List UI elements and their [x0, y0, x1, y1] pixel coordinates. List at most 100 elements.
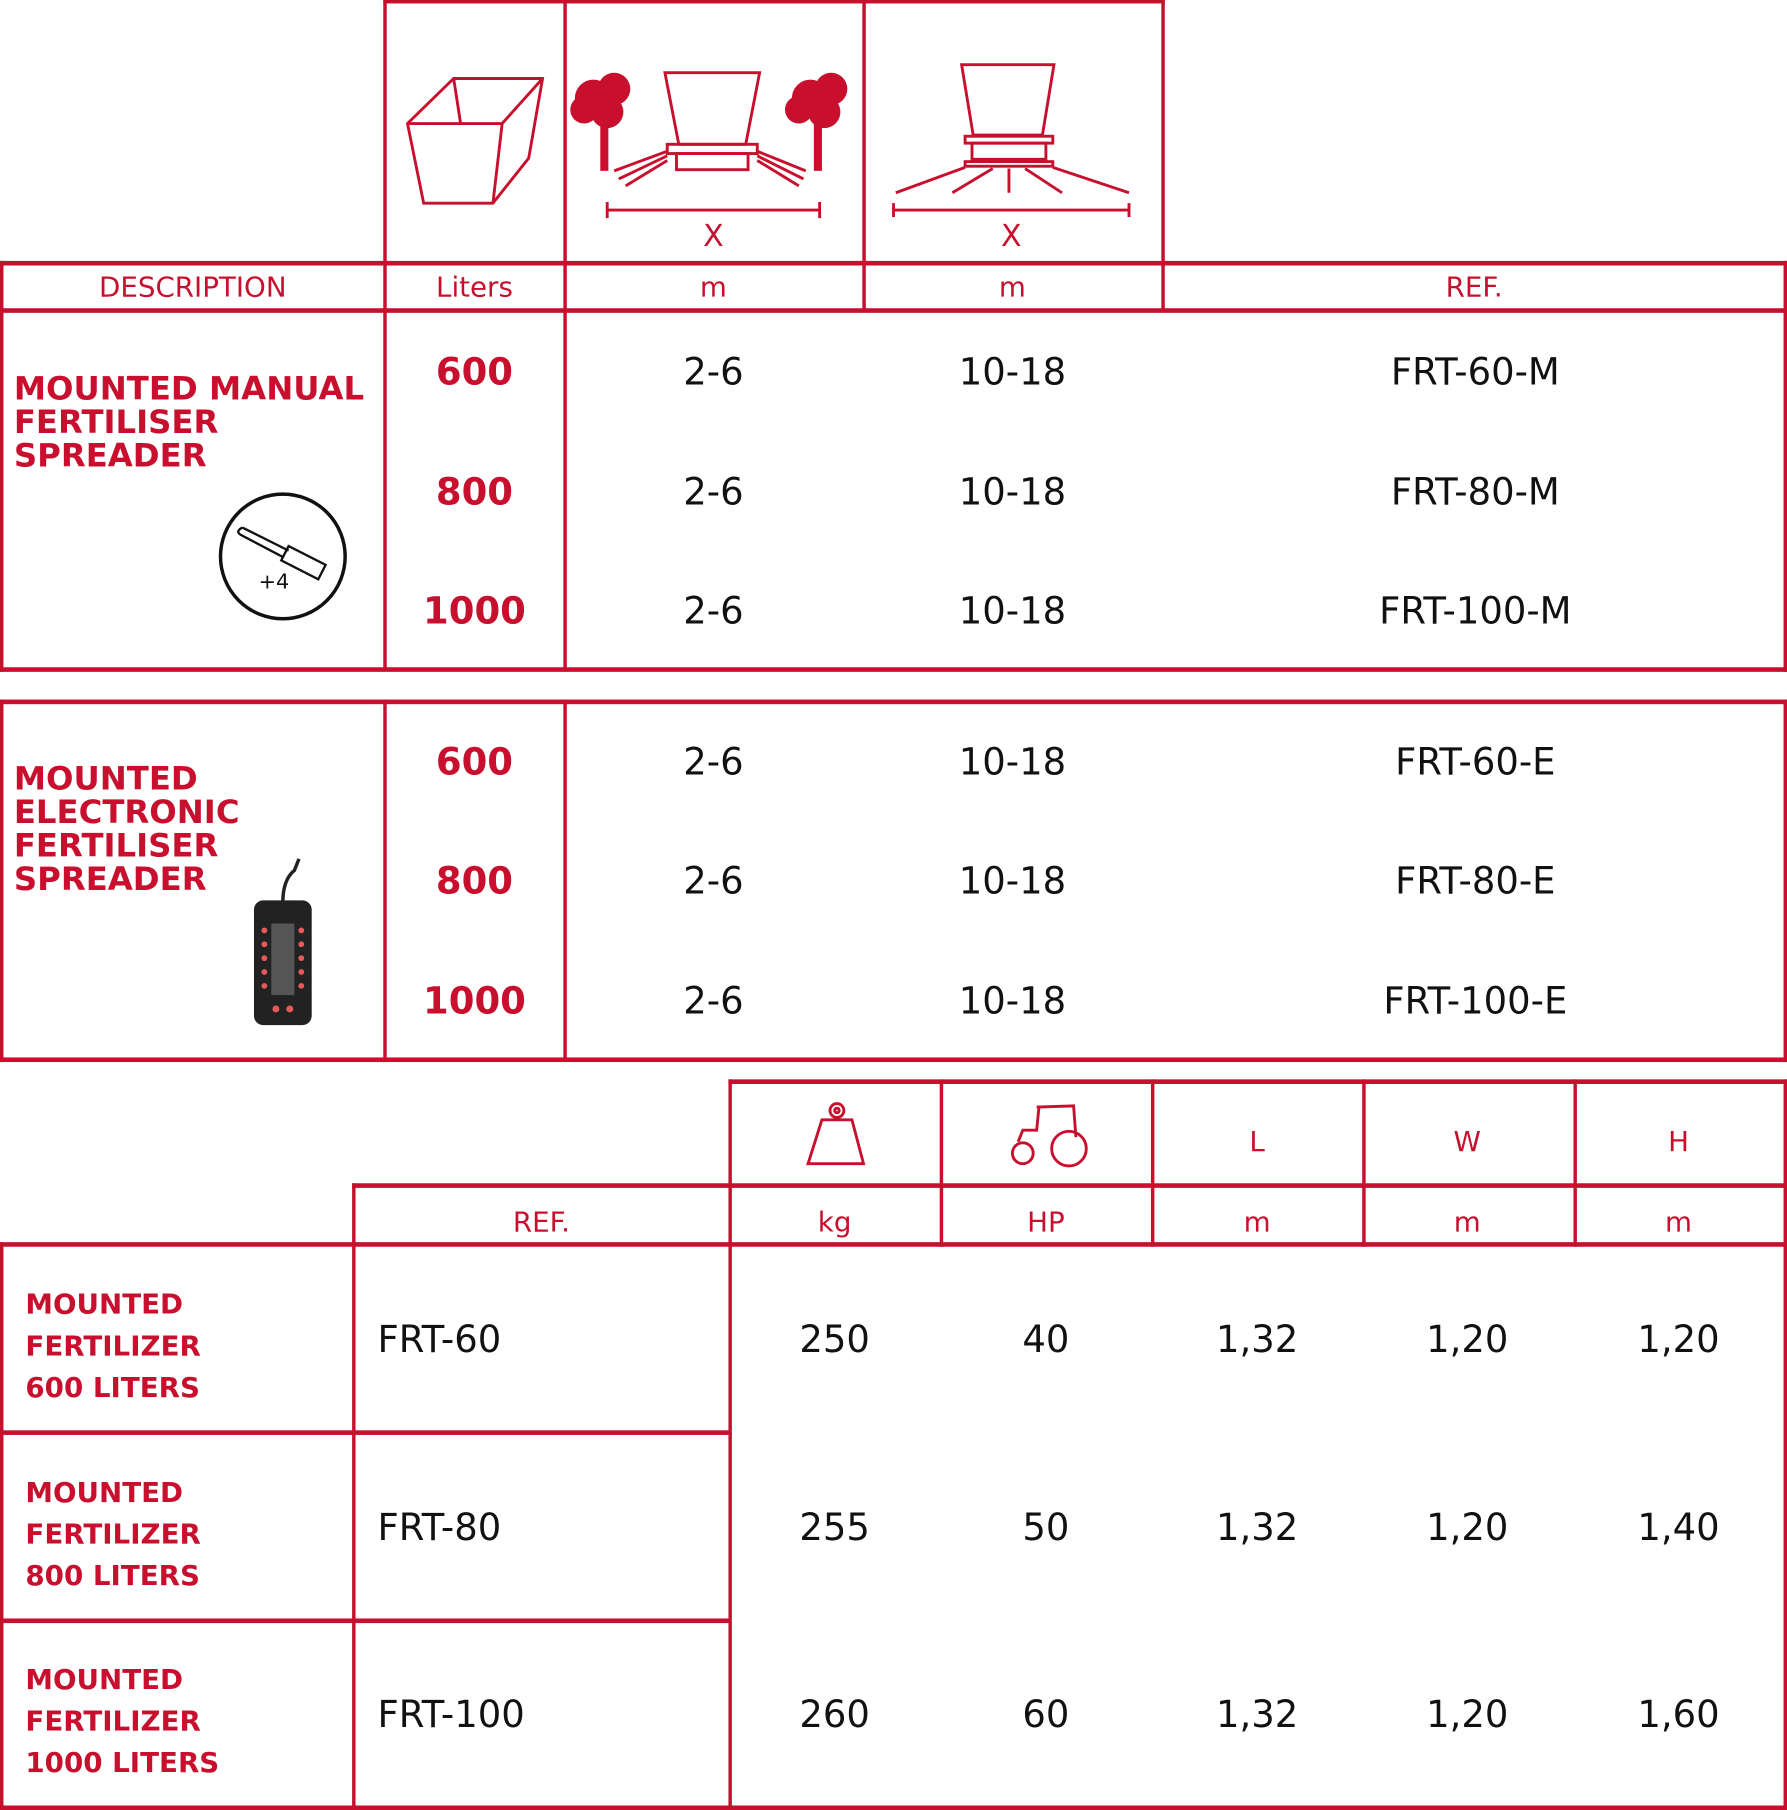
height-cell: 1,20 — [1637, 1317, 1720, 1362]
divider — [352, 1183, 1787, 1188]
ref-cell: FRT-60 — [377, 1317, 502, 1362]
width-cell: 2-6 — [683, 739, 744, 784]
divider — [1362, 1079, 1366, 1247]
divider — [728, 1079, 1787, 1084]
header-length: L — [1249, 1125, 1265, 1158]
spread-cell: 10-18 — [958, 588, 1067, 633]
divider — [0, 1430, 731, 1435]
header-height: H — [1668, 1125, 1689, 1158]
length-cell: 1,32 — [1216, 1317, 1299, 1362]
row-description: MOUNTED FERTILIZER 1000 LITERS — [25, 1659, 219, 1784]
divider — [0, 699, 4, 1063]
group-title: MOUNTED ELECTRONIC FERTILISER SPREADER — [13, 759, 240, 899]
liters-cell: 1000 — [423, 978, 526, 1023]
group-title: MOUNTED MANUAL FERTILISER SPREADER — [13, 369, 365, 475]
ref-cell: FRT-100 — [377, 1692, 525, 1737]
spread-distance-icon — [892, 63, 1131, 218]
divider — [563, 0, 567, 670]
width-cell: 1,20 — [1426, 1505, 1509, 1550]
header-width-unit: m — [699, 271, 727, 304]
divider — [1161, 0, 1165, 311]
liters-cell: 800 — [435, 469, 514, 514]
x-label: X — [1000, 219, 1022, 254]
badge-text: +4 — [259, 570, 290, 594]
kg-cell: 250 — [799, 1317, 870, 1362]
desc-line: 800 LITERS — [25, 1559, 200, 1592]
hopper-icon — [405, 77, 545, 205]
desc-line: FERTILIZER — [25, 1518, 201, 1551]
divider — [0, 667, 1787, 672]
divider — [0, 1242, 4, 1810]
divider — [0, 1618, 731, 1624]
divider — [1573, 1079, 1577, 1247]
width-cell: 2-6 — [683, 469, 744, 514]
divider — [939, 1079, 944, 1247]
spread-cell: 10-18 — [958, 858, 1067, 903]
divider — [1783, 1079, 1787, 1810]
header-w-unit: m — [1453, 1206, 1481, 1239]
control-box-icon — [253, 858, 312, 1026]
kg-cell: 260 — [799, 1692, 870, 1737]
divider — [728, 1079, 732, 1810]
spread-cell: 10-18 — [958, 469, 1067, 514]
desc-line: 1000 LITERS — [25, 1746, 220, 1779]
divider — [383, 0, 1165, 4]
divider — [563, 699, 567, 1063]
header-ref: REF. — [512, 1206, 570, 1239]
divider — [0, 260, 1787, 266]
divider — [0, 260, 4, 672]
header-spread-unit: m — [998, 271, 1026, 304]
desc-line: MOUNTED — [25, 1288, 184, 1321]
hydraulic-coupler-icon: +4 — [218, 492, 347, 621]
divider — [383, 699, 387, 1063]
weight-icon — [806, 1102, 866, 1166]
length-cell: 1,32 — [1216, 1505, 1299, 1550]
desc-line: MOUNTED — [25, 1663, 184, 1696]
width-cell: 2-6 — [683, 588, 744, 633]
spread-width-icon — [570, 71, 848, 219]
hp-cell: 40 — [1022, 1317, 1070, 1362]
header-ref: REF. — [1445, 271, 1503, 304]
divider — [862, 0, 866, 311]
kg-cell: 255 — [799, 1505, 870, 1550]
header-hp: HP — [1027, 1206, 1065, 1239]
header-liters: Liters — [436, 271, 513, 304]
desc-line: MOUNTED — [25, 1476, 184, 1509]
divider — [1150, 1079, 1155, 1247]
x-label: X — [703, 219, 724, 254]
spread-cell: 10-18 — [958, 978, 1067, 1023]
divider — [1783, 699, 1787, 1063]
tractor-icon — [1010, 1104, 1088, 1168]
divider — [0, 1242, 1787, 1247]
divider — [0, 1805, 1787, 1810]
divider — [0, 699, 1787, 705]
width-cell: 2-6 — [683, 858, 744, 903]
liters-cell: 600 — [435, 739, 514, 784]
header-kg: kg — [817, 1206, 852, 1239]
divider — [0, 308, 1787, 313]
ref-cell: FRT-80 — [377, 1505, 502, 1550]
divider — [383, 0, 387, 670]
liters-cell: 1000 — [423, 588, 526, 633]
row-description: MOUNTED FERTILIZER 800 LITERS — [25, 1472, 200, 1597]
divider — [1783, 260, 1787, 672]
ref-cell: FRT-100-M — [1379, 588, 1572, 633]
height-cell: 1,40 — [1637, 1505, 1720, 1550]
spread-cell: 10-18 — [958, 349, 1067, 394]
ref-cell: FRT-60-M — [1390, 349, 1560, 394]
divider — [352, 1183, 356, 1810]
header-l-unit: m — [1243, 1206, 1271, 1239]
height-cell: 1,60 — [1637, 1692, 1720, 1737]
liters-cell: 600 — [435, 349, 514, 394]
divider — [0, 1057, 1787, 1063]
width-cell: 1,20 — [1426, 1317, 1509, 1362]
ref-cell: FRT-80-E — [1395, 858, 1556, 903]
length-cell: 1,32 — [1216, 1692, 1299, 1737]
desc-line: FERTILIZER — [25, 1705, 201, 1738]
ref-cell: FRT-60-E — [1395, 739, 1556, 784]
spread-cell: 10-18 — [958, 739, 1067, 784]
header-description: DESCRIPTION — [99, 271, 287, 304]
header-h-unit: m — [1664, 1206, 1692, 1239]
